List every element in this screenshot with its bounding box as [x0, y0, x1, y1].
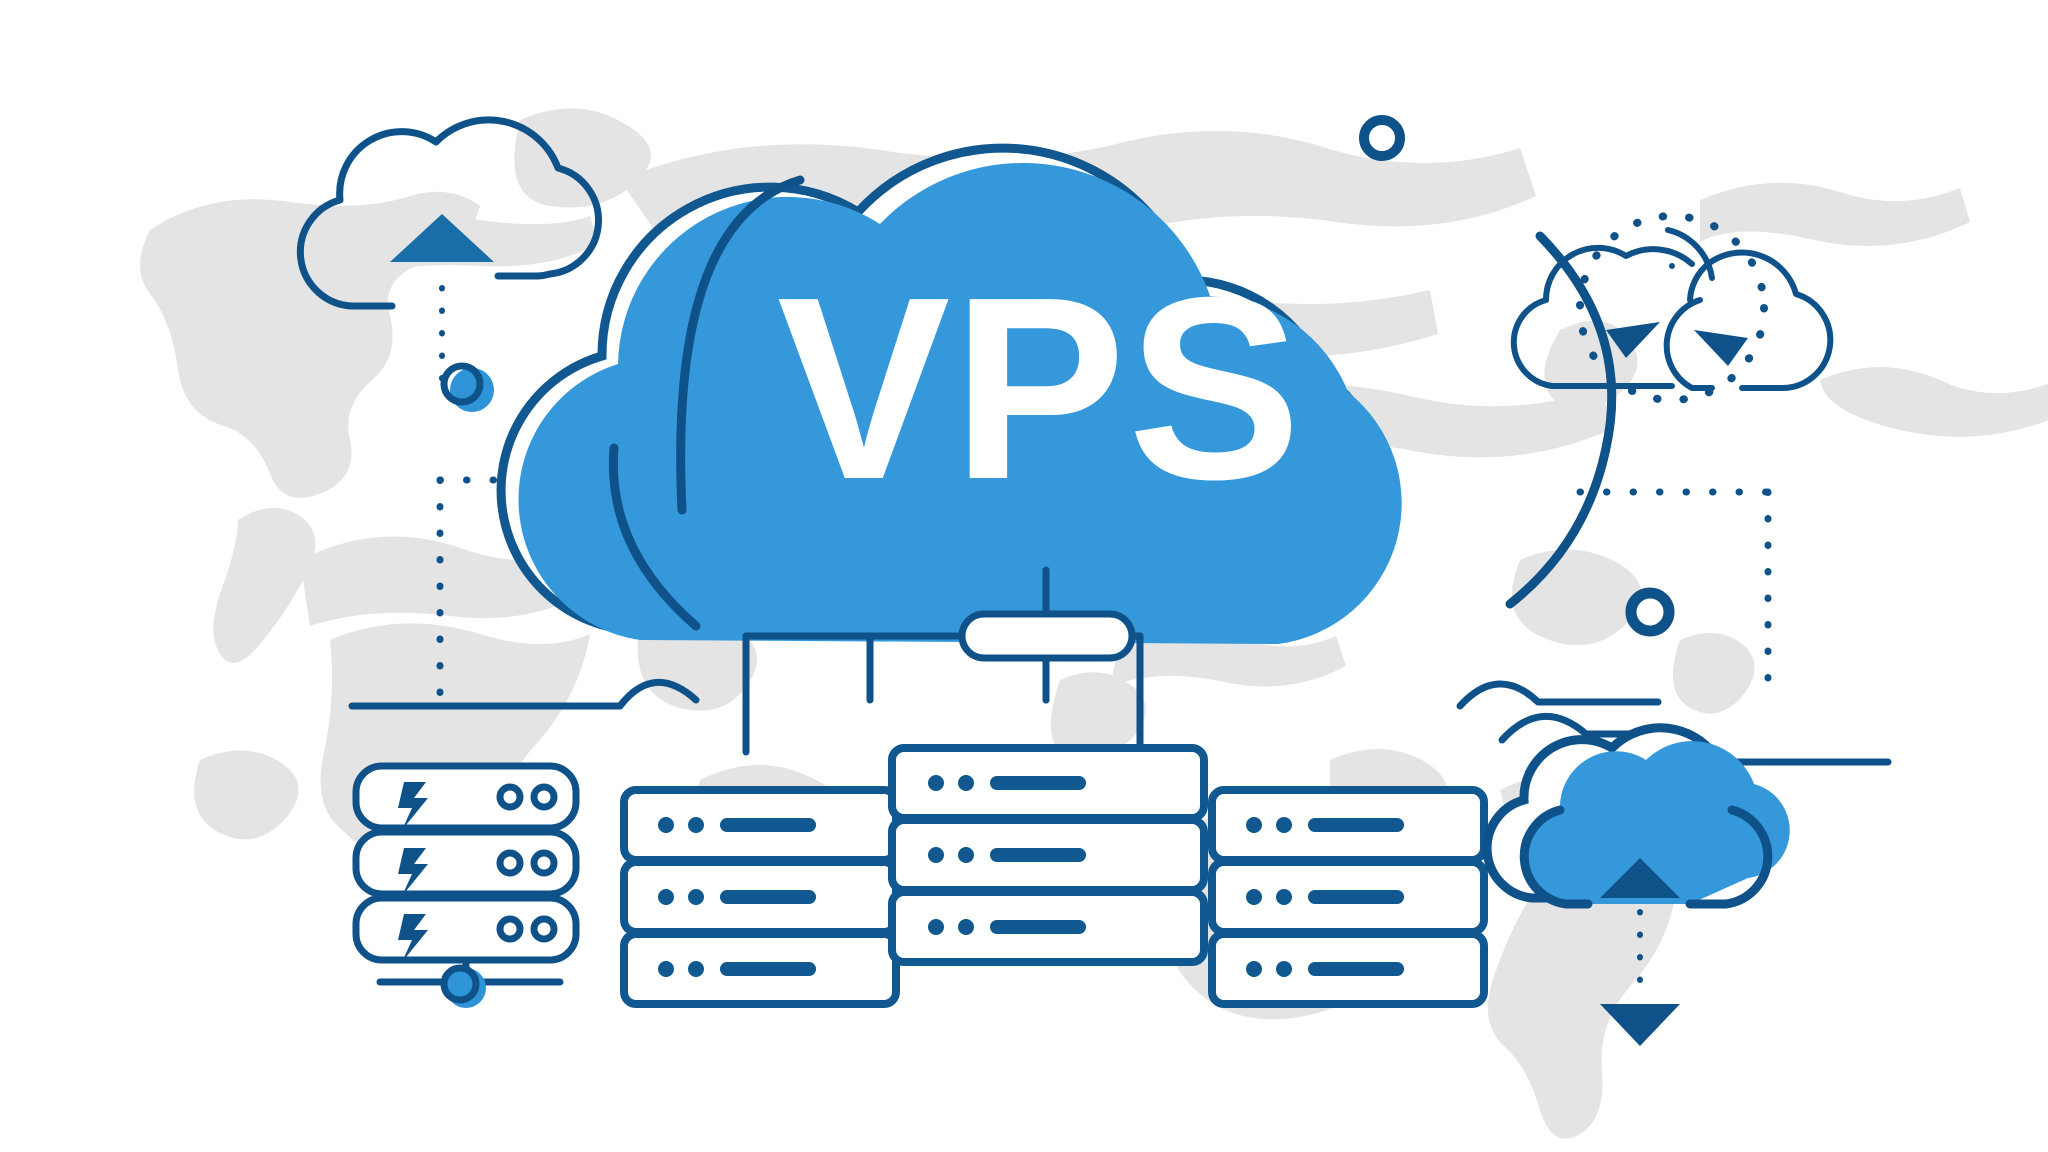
ring-node-top-right [1359, 115, 1405, 161]
main-cloud-fill [518, 162, 1402, 644]
download-arrow-icon [1600, 1004, 1680, 1046]
server-stack-right [1208, 786, 1488, 1008]
power-rack-unit [352, 894, 580, 964]
upload-cloud [296, 116, 602, 412]
power-rack-unit [352, 762, 580, 832]
dotted-bracket-left [436, 476, 624, 704]
upload-arrow-icon [1600, 858, 1680, 898]
lightning-bolt-icon [398, 848, 428, 896]
sync-arrow-left-icon [1606, 322, 1660, 358]
main-cloud: VPS [496, 143, 1617, 644]
cloud-connector-bar [742, 566, 1144, 794]
server-stack-left [620, 786, 900, 1008]
dotted-bracket-right [1576, 488, 1772, 704]
node-dot-top-left [450, 368, 494, 412]
power-rack-unit [352, 828, 580, 898]
power-server-rack [352, 762, 580, 1008]
ring-node-mid-right [1625, 587, 1675, 637]
server-stack-center [888, 744, 1208, 966]
transfer-cloud [1482, 723, 1790, 1046]
upload-arrow-icon [390, 214, 494, 262]
sync-arrow-right-icon [1694, 330, 1748, 366]
sync-clouds [1510, 212, 1834, 404]
lightning-bolt-icon [398, 914, 428, 962]
lightning-bolt-icon [398, 782, 428, 830]
connector-pill [958, 610, 1136, 662]
transfer-cloud-fill [1524, 741, 1790, 904]
main-cloud-label: VPS [777, 244, 1303, 534]
baseline-left-upper [348, 678, 700, 710]
dotted-orbit [1576, 212, 1768, 404]
